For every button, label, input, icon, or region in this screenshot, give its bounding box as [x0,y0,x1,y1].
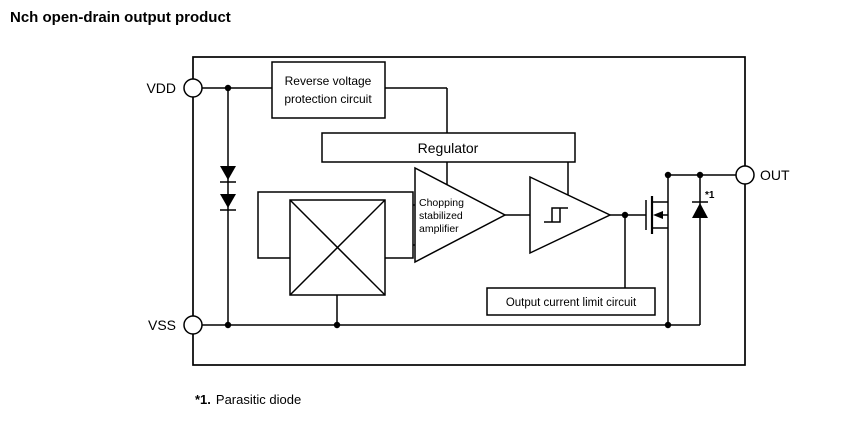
hall-plate-diagonal [289,199,386,296]
diode-icon [220,194,236,208]
chopping-amp-label-line2: stabilized [419,210,463,222]
diode-icon [220,166,236,180]
junction-dot [333,321,341,329]
schmitt-triangle-icon [529,175,612,255]
amplifier-triangle-icon [414,166,507,264]
nch-mosfet [645,196,668,234]
junction-dot [664,171,672,179]
hysteresis-icon [544,207,568,223]
vss-label: VSS [148,317,176,333]
vss-terminal-icon [183,315,203,335]
regulator-label: Regulator [418,140,479,156]
chopping-amplifier-block: Chopping stabilized amplifier [414,166,507,264]
junction-dot [224,321,232,329]
regulator-box [321,132,576,163]
footnote-text: Parasitic diode [216,392,301,407]
junction-dot [224,84,232,92]
current-limit-label: Output current limit circuit [506,297,637,309]
mosfet-body-arrow-icon [653,211,663,219]
reverse-protection-block: Reverse voltage protection circuit [271,61,386,119]
out-label: OUT [760,167,790,183]
diode-icon [692,203,708,218]
parasitic-diode-ref-label: *1 [705,190,715,201]
diagram-title: Nch open-drain output product [10,9,231,26]
junction-dot [664,321,672,329]
current-limit-block: Output current limit circuit [486,287,656,316]
chopping-amp-label-line1: Chopping [419,197,464,209]
parasitic-diode: *1 [692,190,715,218]
reverse-protection-label-line1: Reverse voltage [285,74,372,88]
junction-dot [621,211,629,219]
regulator-block: Regulator [321,132,576,163]
hall-element-block [257,191,414,296]
junction-dot [696,171,704,179]
protection-diodes [220,166,236,211]
footnote-ref: *1. [195,392,211,407]
vdd-label: VDD [146,80,176,96]
reverse-protection-box [271,61,386,119]
junction-dots [224,84,704,329]
reverse-protection-label-line2: protection circuit [284,92,372,106]
schmitt-trigger-block [529,175,612,255]
vdd-terminal-icon [183,78,203,98]
chopping-amp-label-line3: amplifier [419,223,459,235]
out-terminal-icon [735,165,755,185]
current-limit-box [486,287,656,316]
terminals: VDD VSS OUT [146,78,790,335]
footnote: *1. Parasitic diode [195,392,301,407]
